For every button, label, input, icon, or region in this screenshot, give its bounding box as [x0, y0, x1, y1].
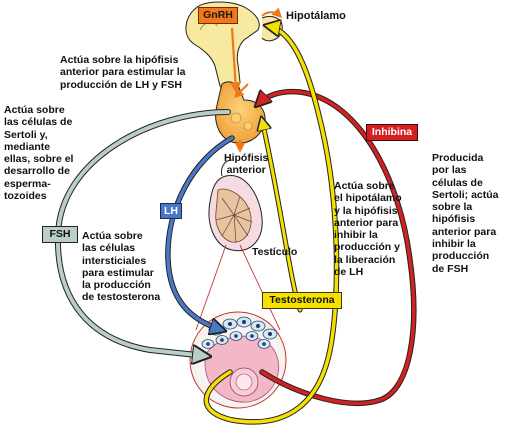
inhibina-action-text: Producida por las células de Sertoli; ac…: [432, 152, 499, 275]
testosterona-pathway: [204, 26, 339, 424]
gnrh-arrow: [230, 27, 241, 94]
testosterona-action-text: Actúa sobre el hipotálamo y la hipófisis…: [334, 180, 402, 279]
fsh-label: FSH: [42, 226, 78, 243]
hipofisis-label: Hipófisis anterior: [224, 152, 269, 177]
testosterona-label: Testosterona: [262, 292, 342, 309]
inhibina-label: Inhibina: [366, 124, 418, 141]
testosterona-pathway-pituitary: [262, 120, 302, 312]
lh-label: LH: [160, 203, 182, 219]
testis-drawing: [208, 159, 263, 252]
pituitary-gland: [215, 81, 266, 144]
hypothalamus-arrow: [261, 7, 283, 19]
hipotalamo-label: Hipotálamo: [286, 10, 346, 22]
magnified-tubule-section: [189, 311, 287, 409]
lh-pathway: [166, 136, 234, 330]
inhibina-pathway: [258, 92, 416, 405]
gnrh-label: GnRH: [198, 7, 238, 24]
testiculo-label: Testículo: [252, 246, 298, 258]
lh-action-text: Actúa sobre las células intersticiales p…: [82, 230, 161, 304]
zoom-line-right: [239, 244, 281, 331]
gnrh-action-text: Actúa sobre la hipófisis anterior para e…: [60, 54, 186, 91]
fsh-action-text: Actúa sobre las células de Sertoli y, me…: [4, 104, 74, 203]
gnrh-arrow-2: [233, 83, 249, 99]
zoom-line-left: [195, 244, 227, 331]
